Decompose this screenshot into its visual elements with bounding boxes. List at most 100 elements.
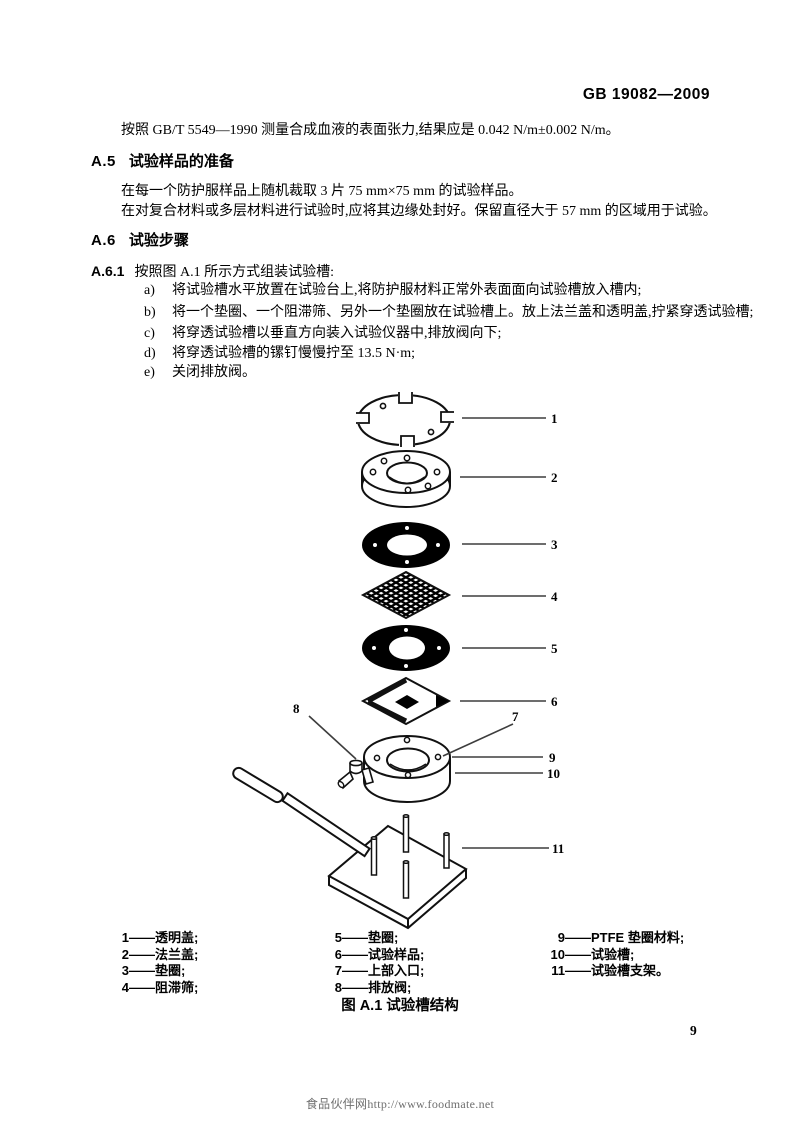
step-a: a) 将试验槽水平放置在试验台上,将防护服材料正常外表面面向试验槽放入槽内; bbox=[144, 284, 641, 298]
step-c: c) 将穿透试验槽以垂直方向装入试验仪器中,排放阀向下; bbox=[144, 327, 501, 341]
clause-a61-text: 按照图 A.1 所示方式组装试验槽: bbox=[134, 265, 334, 280]
figure-caption: 图 A.1 试验槽结构 bbox=[341, 998, 459, 1014]
step-e-text: 关闭排放阀。 bbox=[172, 365, 256, 380]
legend-num: 4 bbox=[121, 979, 129, 995]
section-a6-title: 试验步骤 bbox=[128, 232, 189, 249]
intro-paragraph: 按照 GB/T 5549—1990 测量合成血液的表面张力,结果应是 0.042… bbox=[121, 123, 620, 138]
part-retaining-sieve bbox=[360, 570, 452, 620]
step-d-text: 将穿透试验槽的镙钉慢慢拧至 13.5 N·m; bbox=[172, 346, 416, 361]
legend-text: 垫圈; bbox=[155, 963, 186, 978]
legend-item-3: 3——垫圈; bbox=[120, 963, 198, 980]
part-gasket-lower bbox=[362, 625, 450, 671]
legend-item-7: 7——上部入口; bbox=[333, 963, 425, 980]
legend-text: 阻滞筛; bbox=[155, 979, 199, 995]
legend-num: 3 bbox=[121, 963, 129, 978]
callout-1: 1 bbox=[551, 411, 558, 426]
legend-dash: —— bbox=[129, 963, 155, 978]
callout-10: 10 bbox=[547, 766, 560, 781]
legend-dash: —— bbox=[565, 963, 591, 978]
legend-num: 9 bbox=[557, 930, 565, 945]
legend-dash: —— bbox=[342, 979, 368, 995]
legend-num: 2 bbox=[121, 946, 129, 962]
legend-text: PTFE 垫圈材料; bbox=[591, 930, 685, 945]
callout-2: 2 bbox=[551, 470, 558, 485]
legend-column-3: 9——PTFE 垫圈材料; 10——试验槽; 11——试验槽支架。 bbox=[545, 930, 685, 980]
legend-column-1: 1——透明盖; 2——法兰盖; 3——垫圈; 4——阻滞筛; bbox=[120, 930, 199, 997]
legend-item-2: 2——法兰盖; bbox=[120, 946, 199, 964]
legend-text: 透明盖; bbox=[155, 930, 199, 945]
part-test-sample bbox=[360, 676, 452, 726]
step-b: b) 将一个垫圈、一个阻滞筛、另外一个垫圈放在试验槽上。放上法兰盖和透明盖,拧紧穿… bbox=[144, 306, 753, 320]
legend-dash: —— bbox=[565, 946, 591, 962]
legend-num: 5 bbox=[334, 930, 342, 945]
step-b-text: 将一个垫圈、一个阻滞筛、另外一个垫圈放在试验槽上。放上法兰盖和透明盖,拧紧穿透试… bbox=[172, 305, 754, 320]
callout-8: 8 bbox=[293, 701, 300, 716]
legend-column-2: 5——垫圈; 6——试验样品; 7——上部入口; 8——排放阀; bbox=[333, 930, 425, 997]
legend-text: 试验槽支架。 bbox=[591, 963, 670, 978]
part-gasket-upper bbox=[362, 522, 450, 568]
legend-item-11: 11——试验槽支架。 bbox=[545, 963, 684, 980]
legend-num: 8 bbox=[334, 979, 342, 995]
step-b-label: b) bbox=[144, 305, 156, 320]
callout-5: 5 bbox=[551, 641, 558, 656]
step-d-label: d) bbox=[144, 346, 156, 361]
part-transparent-cover bbox=[355, 391, 455, 447]
legend-item-9: 9——PTFE 垫圈材料; bbox=[545, 930, 684, 947]
callout-4: 4 bbox=[551, 589, 558, 604]
step-c-text: 将穿透试验槽以垂直方向装入试验仪器中,排放阀向下; bbox=[172, 326, 502, 341]
part-cell-stand bbox=[327, 813, 468, 930]
legend-text: 试验样品; bbox=[368, 946, 425, 962]
legend-text: 法兰盖; bbox=[155, 946, 199, 962]
legend-item-10: 10——试验槽; bbox=[545, 947, 684, 964]
legend-text: 试验槽; bbox=[591, 946, 635, 962]
section-a5-number: A.5 bbox=[91, 153, 116, 170]
figure-a1-diagram: 1 2 3 4 5 6 7 8 9 10 11 bbox=[232, 391, 564, 930]
page-number: 9 bbox=[690, 1023, 697, 1038]
callout-6: 6 bbox=[551, 694, 558, 709]
clause-a61-number: A.6.1 bbox=[91, 263, 125, 279]
callout-3: 3 bbox=[551, 537, 558, 552]
legend-text: 排放阀; bbox=[368, 979, 412, 995]
a5-paragraph-2: 在对复合材料或多层材料进行试验时,应将其边缘处封好。保留直径大于 57 mm 的… bbox=[121, 204, 717, 219]
legend-item-8: 8——排放阀; bbox=[333, 980, 424, 997]
legend-num: 7 bbox=[334, 963, 342, 978]
legend-dash: —— bbox=[342, 963, 368, 978]
legend-text: 上部入口; bbox=[368, 963, 425, 978]
legend-dash: —— bbox=[565, 930, 591, 945]
a5-paragraph-1: 在每一个防护服样品上随机裁取 3 片 75 mm×75 mm 的试验样品。 bbox=[121, 184, 523, 199]
legend-item-6: 6——试验样品; bbox=[333, 946, 425, 964]
callout-7: 7 bbox=[512, 709, 519, 724]
part-flange-cover bbox=[361, 450, 451, 508]
part-handle-rod bbox=[232, 766, 371, 858]
legend-dash: —— bbox=[342, 946, 368, 962]
callout-9: 9 bbox=[549, 750, 556, 765]
step-a-label: a) bbox=[144, 283, 155, 298]
legend-dash: —— bbox=[129, 946, 155, 962]
legend-num: 11 bbox=[551, 963, 565, 978]
step-a-text: 将试验槽水平放置在试验台上,将防护服材料正常外表面面向试验槽放入槽内; bbox=[172, 283, 642, 298]
legend-text: 垫圈; bbox=[368, 930, 399, 945]
watermark: 食品伙伴网http://www.foodmate.net bbox=[305, 1097, 495, 1111]
legend-item-1: 1——透明盖; bbox=[120, 930, 199, 947]
standard-code: GB 19082—2009 bbox=[582, 86, 710, 103]
step-e: e) 关闭排放阀。 bbox=[144, 366, 256, 380]
leader-lines bbox=[308, 417, 549, 849]
part-drain-valve bbox=[337, 759, 374, 790]
part-test-cell bbox=[363, 735, 451, 803]
legend-item-5: 5——垫圈; bbox=[333, 930, 424, 947]
legend-item-4: 4——阻滞筛; bbox=[120, 979, 199, 997]
legend-dash: —— bbox=[129, 930, 155, 945]
step-c-label: c) bbox=[144, 326, 155, 341]
step-e-label: e) bbox=[144, 365, 155, 380]
step-d: d) 将穿透试验槽的镙钉慢慢拧至 13.5 N·m; bbox=[144, 347, 415, 361]
legend-num: 1 bbox=[121, 930, 129, 945]
section-a5-title: 试验样品的准备 bbox=[128, 153, 234, 170]
legend-dash: —— bbox=[342, 930, 368, 945]
section-a5-heading: A.5 试验样品的准备 bbox=[91, 154, 234, 169]
legend-num: 6 bbox=[334, 946, 342, 962]
callout-11: 11 bbox=[552, 841, 564, 856]
legend-num: 10 bbox=[550, 946, 565, 962]
clause-a61: A.6.1 按照图 A.1 所示方式组装试验槽: bbox=[91, 264, 334, 280]
